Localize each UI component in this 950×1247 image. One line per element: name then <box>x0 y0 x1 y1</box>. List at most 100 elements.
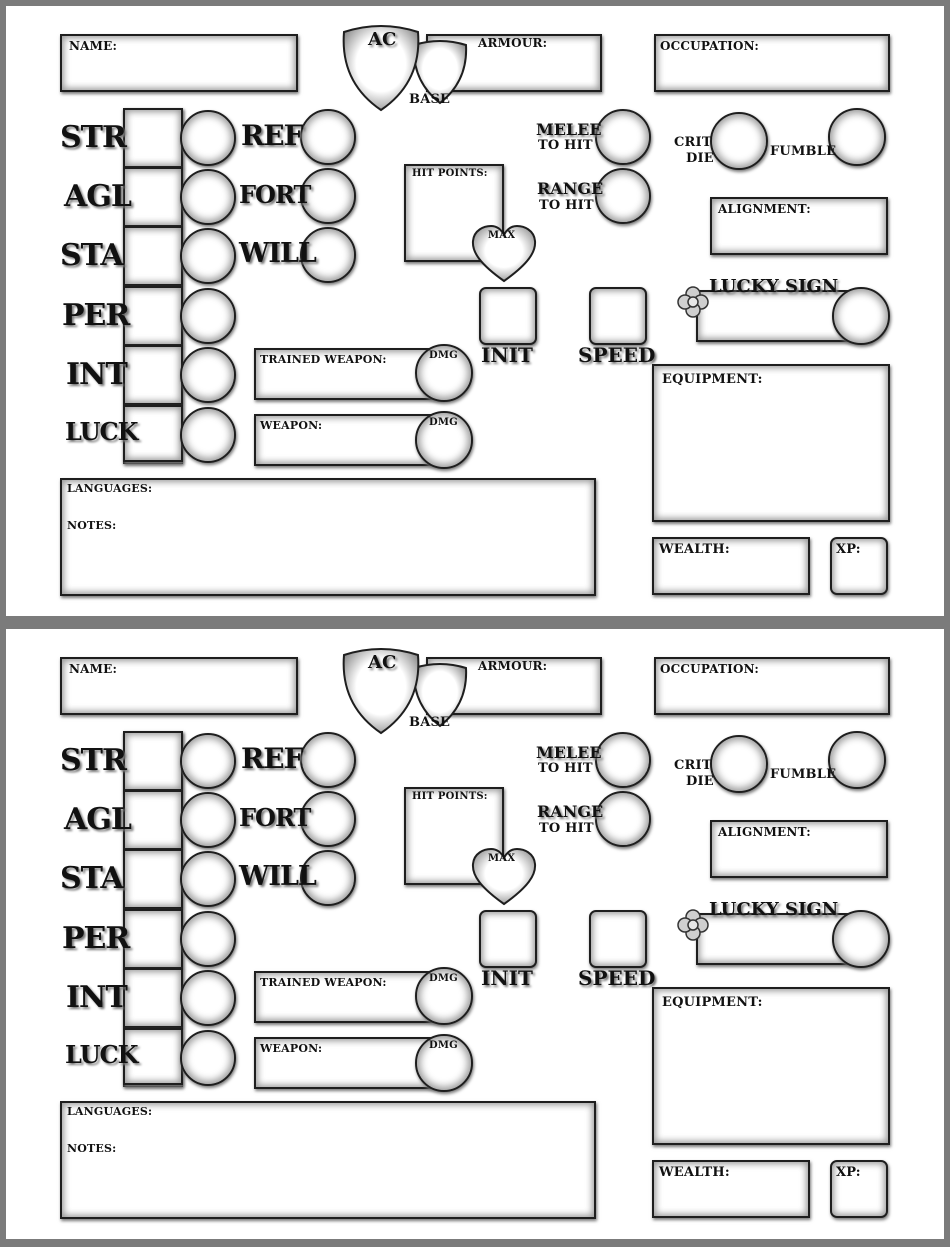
alignment-field[interactable] <box>710 820 888 878</box>
ac-label: AC <box>368 29 397 50</box>
languages-label: LANGUAGES: <box>67 482 153 495</box>
weapon-dmg-circle[interactable] <box>415 1034 473 1092</box>
init-label: INIT <box>481 966 533 990</box>
trained-weapon-dmg-circle[interactable] <box>415 344 473 402</box>
stat-score-box-per[interactable] <box>123 286 183 346</box>
init-field[interactable] <box>479 910 537 968</box>
xp-field[interactable] <box>830 1160 888 1218</box>
lucky-sign-label: LUCKY SIGN <box>709 899 839 920</box>
melee-to-hit-label: TO HIT <box>538 138 593 153</box>
clover-icon <box>676 908 710 942</box>
stat-score-box-int[interactable] <box>123 968 183 1028</box>
weapon-dmg-circle[interactable] <box>415 411 473 469</box>
stat-score-box-int[interactable] <box>123 345 183 405</box>
will-label: WILL <box>239 861 317 892</box>
stat-modifier-circle-sta[interactable] <box>180 228 236 284</box>
fort-label: FORT <box>239 180 311 209</box>
fort-save-circle[interactable] <box>300 791 356 847</box>
xp-label: XP: <box>836 1165 861 1180</box>
occupation-field[interactable] <box>654 34 890 92</box>
xp-field[interactable] <box>830 537 888 595</box>
stat-score-box-agl[interactable] <box>123 167 183 227</box>
ac-shield-icon[interactable] <box>340 24 422 112</box>
wealth-field[interactable] <box>652 1160 810 1218</box>
die-label: DIE <box>686 151 714 166</box>
melee-label: MELEE <box>536 120 602 139</box>
stat-modifier-circle-luck[interactable] <box>180 1030 236 1086</box>
equipment-field[interactable] <box>652 364 890 522</box>
alignment-field[interactable] <box>710 197 888 255</box>
fort-save-circle[interactable] <box>300 168 356 224</box>
stat-label: PER <box>62 298 130 333</box>
range-label: RANGE <box>537 179 604 198</box>
base-ac-shield-icon[interactable] <box>411 39 469 105</box>
fumble-circle[interactable] <box>828 731 886 789</box>
trained-weapon-dmg-circle[interactable] <box>415 967 473 1025</box>
ref-save-circle[interactable] <box>300 109 356 165</box>
crit-die-circle[interactable] <box>710 112 768 170</box>
trained-weapon-label: TRAINED WEAPON: <box>260 353 387 366</box>
ref-label: REF <box>241 742 303 775</box>
stat-modifier-circle-sta[interactable] <box>180 851 236 907</box>
melee-to-hit-circle[interactable] <box>595 109 651 165</box>
base-ac-shield-icon[interactable] <box>411 662 469 728</box>
stat-label: STA <box>60 861 124 896</box>
wealth-field[interactable] <box>652 537 810 595</box>
stat-score-box-luck[interactable] <box>123 1028 183 1085</box>
languages-notes-field[interactable] <box>60 478 596 596</box>
equipment-field[interactable] <box>652 987 890 1145</box>
fumble-circle[interactable] <box>828 108 886 166</box>
stat-modifier-circle-per[interactable] <box>180 911 236 967</box>
range-to-hit-label: TO HIT <box>539 821 594 836</box>
speed-field[interactable] <box>589 910 647 968</box>
name-field[interactable] <box>60 657 298 715</box>
stat-score-box-sta[interactable] <box>123 226 183 286</box>
ref-save-circle[interactable] <box>300 732 356 788</box>
base-label: BASE <box>409 715 451 730</box>
stat-score-box-str[interactable] <box>123 731 183 791</box>
stat-modifier-circle-str[interactable] <box>180 733 236 789</box>
base-label: BASE <box>409 92 451 107</box>
stat-label: LUCK <box>65 417 138 446</box>
lucky-sign-circle[interactable] <box>832 910 890 968</box>
name-field[interactable] <box>60 34 298 92</box>
languages-notes-field[interactable] <box>60 1101 596 1219</box>
wealth-label: WEALTH: <box>659 542 730 557</box>
init-field[interactable] <box>479 287 537 345</box>
stat-modifier-circle-int[interactable] <box>180 347 236 403</box>
range-to-hit-circle[interactable] <box>595 791 651 847</box>
max-hp-heart-icon[interactable] <box>470 224 538 284</box>
stat-label: LUCK <box>65 1040 138 1069</box>
weapon-dmg-label: DMG <box>429 1040 458 1051</box>
ac-shield-icon[interactable] <box>340 647 422 735</box>
stat-modifier-circle-per[interactable] <box>180 288 236 344</box>
weapon-field[interactable] <box>254 414 444 466</box>
stat-score-box-per[interactable] <box>123 909 183 969</box>
stat-modifier-circle-str[interactable] <box>180 110 236 166</box>
range-to-hit-circle[interactable] <box>595 168 651 224</box>
will-save-circle[interactable] <box>300 850 356 906</box>
crit-die-circle[interactable] <box>710 735 768 793</box>
crit-label: CRIT <box>674 135 712 150</box>
stat-score-box-agl[interactable] <box>123 790 183 850</box>
speed-field[interactable] <box>589 287 647 345</box>
will-save-circle[interactable] <box>300 227 356 283</box>
character-sheet-top: NAME: ARMOUR: AC BASE <box>6 6 944 616</box>
stat-score-box-sta[interactable] <box>123 849 183 909</box>
melee-to-hit-circle[interactable] <box>595 732 651 788</box>
lucky-sign-circle[interactable] <box>832 287 890 345</box>
stat-score-box-str[interactable] <box>123 108 183 168</box>
speed-label: SPEED <box>578 343 656 367</box>
crit-label: CRIT <box>674 758 712 773</box>
alignment-label: ALIGNMENT: <box>718 825 811 839</box>
max-hp-heart-icon[interactable] <box>470 847 538 907</box>
stat-modifier-circle-int[interactable] <box>180 970 236 1026</box>
stat-modifier-circle-agl[interactable] <box>180 169 236 225</box>
stat-label: INT <box>66 357 128 392</box>
equipment-label: EQUIPMENT: <box>662 372 763 387</box>
occupation-field[interactable] <box>654 657 890 715</box>
stat-modifier-circle-luck[interactable] <box>180 407 236 463</box>
stat-score-box-luck[interactable] <box>123 405 183 462</box>
stat-modifier-circle-agl[interactable] <box>180 792 236 848</box>
stat-label: AGL <box>64 179 132 214</box>
